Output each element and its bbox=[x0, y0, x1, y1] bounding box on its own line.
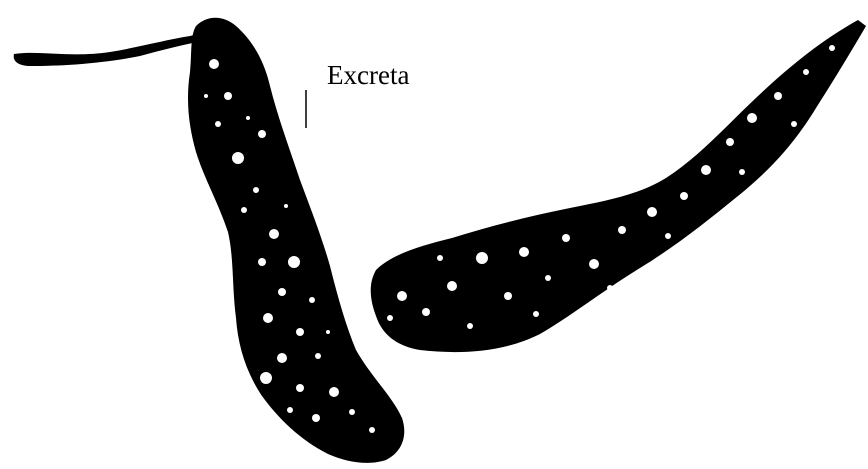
right-specimen-body bbox=[371, 20, 866, 352]
left-specimen-tail bbox=[14, 32, 207, 66]
excreta-label: Excreta bbox=[327, 62, 409, 89]
right-specimen bbox=[371, 20, 866, 352]
